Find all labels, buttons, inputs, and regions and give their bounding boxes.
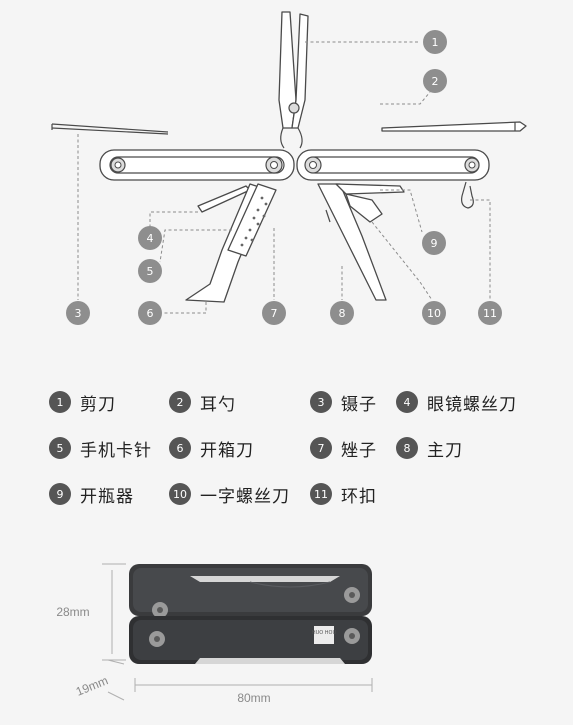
- legend-badge: 2: [169, 391, 191, 413]
- legend-badge: 8: [396, 437, 418, 459]
- legend-badge: 9: [49, 483, 71, 505]
- legend-row-1: 1 剪刀 2 耳勺 3 镊子 4 眼镜螺丝刀: [49, 388, 549, 434]
- callout-7: 7: [262, 301, 286, 325]
- callout-1: 1: [423, 30, 447, 54]
- svg-text:7: 7: [271, 307, 278, 320]
- legend-label: 主刀: [427, 440, 463, 461]
- svg-text:4: 4: [147, 232, 154, 245]
- svg-text:1: 1: [432, 36, 439, 49]
- legend-badge: 7: [310, 437, 332, 459]
- left-tools: [185, 183, 277, 303]
- svg-text:10: 10: [427, 307, 441, 320]
- legend-label: 耳勺: [200, 394, 236, 415]
- legend-label: 眼镜螺丝刀: [427, 394, 517, 415]
- legend-label: 剪刀: [80, 394, 116, 415]
- file-texture: [240, 196, 268, 247]
- legend-label: 镊子: [341, 394, 377, 415]
- callout-10: 10: [422, 301, 446, 325]
- callout-5: 5: [138, 259, 162, 283]
- callout-9: 9: [422, 231, 446, 255]
- legend-item-flat-screwdriver: 10 一字螺丝刀: [169, 480, 290, 508]
- legend-badge: 1: [49, 391, 71, 413]
- legend-badge: 6: [169, 437, 191, 459]
- huohou-logo: HUO HOU: [312, 626, 337, 644]
- legend-item-sim-pin: 5 手机卡针: [49, 434, 152, 462]
- legend-row-2: 5 手机卡针 6 开箱刀 7 矬子 8 主刀: [49, 434, 549, 480]
- parts-legend: 1 剪刀 2 耳勺 3 镊子 4 眼镜螺丝刀 5 手机卡针 6 开箱刀 7 矬子: [49, 388, 549, 526]
- legend-item-ring-buckle: 11 环扣: [310, 480, 377, 508]
- left-handle: [99, 149, 295, 181]
- svg-text:28mm: 28mm: [56, 605, 89, 619]
- scissors-part: [278, 11, 309, 149]
- svg-text:5: 5: [147, 265, 154, 278]
- callout-3: 3: [66, 301, 90, 325]
- ear-pick-part: [381, 121, 527, 132]
- svg-text:9: 9: [431, 237, 438, 250]
- svg-text:8: 8: [339, 307, 346, 320]
- legend-item-glasses-screwdriver: 4 眼镜螺丝刀: [396, 388, 517, 416]
- legend-label: 矬子: [341, 440, 377, 461]
- svg-text:3: 3: [75, 307, 82, 320]
- legend-item-ear-pick: 2 耳勺: [169, 388, 236, 416]
- legend-item-bottle-opener: 9 开瓶器: [49, 480, 134, 508]
- legend-item-file: 7 矬子: [310, 434, 377, 462]
- svg-text:HUO HOU: HUO HOU: [312, 630, 337, 636]
- svg-text:11: 11: [483, 307, 497, 320]
- width-dimension: 80mm: [134, 678, 373, 705]
- svg-text:19mm: 19mm: [74, 673, 110, 698]
- svg-text:6: 6: [147, 307, 154, 320]
- svg-text:2: 2: [432, 75, 439, 88]
- callout-2: 2: [423, 69, 447, 93]
- legend-item-box-cutter: 6 开箱刀: [169, 434, 254, 462]
- tweezers-part: [51, 123, 169, 135]
- legend-badge: 11: [310, 483, 332, 505]
- dimension-diagram: 28mm 19mm 80mm HUO HOU: [56, 563, 373, 705]
- callout-lines: [77, 41, 491, 314]
- ring-buckle-part: [461, 181, 474, 209]
- legend-item-tweezers: 3 镊子: [310, 388, 377, 416]
- svg-text:80mm: 80mm: [237, 691, 270, 705]
- right-tools: [317, 183, 405, 301]
- legend-item-main-knife: 8 主刀: [396, 434, 463, 462]
- legend-label: 环扣: [341, 486, 377, 507]
- exploded-tool-diagram: 1 2 3 4 5 6 7 8 9 10 11: [51, 11, 527, 325]
- callout-8: 8: [330, 301, 354, 325]
- closed-multitool: HUO HOU: [129, 564, 372, 664]
- legend-item-scissors: 1 剪刀: [49, 388, 116, 416]
- legend-label: 开箱刀: [200, 440, 254, 461]
- legend-badge: 4: [396, 391, 418, 413]
- legend-label: 开瓶器: [80, 486, 134, 507]
- legend-badge: 5: [49, 437, 71, 459]
- legend-row-3: 9 开瓶器 10 一字螺丝刀 11 环扣: [49, 480, 549, 526]
- right-handle: [296, 149, 490, 181]
- legend-badge: 10: [169, 483, 191, 505]
- callout-11: 11: [478, 301, 502, 325]
- callout-6: 6: [138, 301, 162, 325]
- legend-label: 一字螺丝刀: [200, 486, 290, 507]
- depth-dimension: 19mm: [74, 659, 125, 701]
- height-dimension: 28mm: [56, 563, 126, 661]
- legend-label: 手机卡针: [80, 440, 152, 461]
- callout-4: 4: [138, 226, 162, 250]
- legend-badge: 3: [310, 391, 332, 413]
